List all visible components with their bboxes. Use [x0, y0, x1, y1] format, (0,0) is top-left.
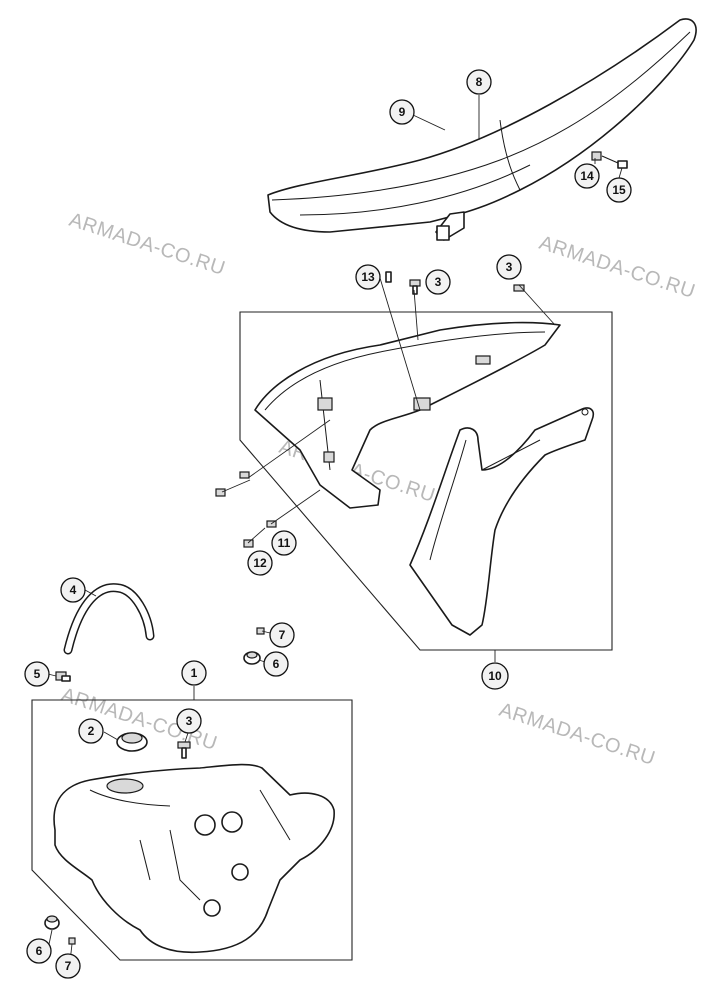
- callout-8: 8: [466, 69, 492, 95]
- callout-12: 12: [247, 550, 273, 576]
- callout-13-label: 13: [361, 270, 375, 284]
- callout-13: 13: [355, 264, 381, 290]
- part-10-group-box: [239, 311, 613, 651]
- callout-4-label: 4: [70, 583, 77, 597]
- bushing-mid-drawing: [243, 627, 265, 665]
- watermark-top-right: ARMADA-CO.RU: [536, 232, 698, 303]
- callout-8-label: 8: [476, 75, 483, 89]
- callout-12-label: 12: [253, 556, 267, 570]
- callout-1-label: 1: [191, 666, 198, 680]
- callout-7-bottom-label: 7: [65, 959, 72, 973]
- callout-6-mid: 6: [263, 651, 289, 677]
- cap-screw-drawing: [177, 741, 191, 759]
- callout-10-label: 10: [488, 669, 502, 683]
- callout-1: 1: [181, 660, 207, 686]
- callout-6-bottom-label: 6: [36, 944, 43, 958]
- callout-4: 4: [60, 577, 86, 603]
- callout-7-mid: 7: [269, 622, 295, 648]
- callout-11-label: 11: [278, 536, 291, 550]
- seat-screw-drawing: [591, 151, 628, 169]
- callout-15: 15: [606, 177, 632, 203]
- callout-7-bottom: 7: [55, 953, 81, 979]
- callout-9-label: 9: [399, 105, 406, 119]
- hose-fitting-drawing: [55, 671, 71, 682]
- callout-9: 9: [389, 99, 415, 125]
- callout-3-shroud-label: 3: [506, 260, 513, 274]
- callout-2-label: 2: [88, 724, 95, 738]
- callout-14: 14: [574, 163, 600, 189]
- callout-2: 2: [78, 718, 104, 744]
- callout-7-mid-label: 7: [279, 628, 286, 642]
- callout-10: 10: [481, 662, 509, 690]
- callout-3-shroud: 3: [496, 254, 522, 280]
- side-cover-drawing: [254, 321, 561, 509]
- seat-drawing: [267, 18, 697, 241]
- callout-5: 5: [24, 661, 50, 687]
- callout-5-label: 5: [34, 667, 41, 681]
- callout-3-side-cover-label: 3: [435, 275, 442, 289]
- watermark-top-left: ARMADA-CO.RU: [66, 209, 228, 280]
- callout-14-label: 14: [580, 169, 594, 183]
- fuel-cap-drawing: [116, 732, 148, 752]
- callout-6-mid-label: 6: [273, 657, 280, 671]
- callout-15-label: 15: [612, 183, 626, 197]
- callout-3-side-cover: 3: [425, 269, 451, 295]
- breather-hose-drawing: [63, 583, 155, 655]
- callout-3-tank: 3: [176, 708, 202, 734]
- callout-3-tank-label: 3: [186, 714, 193, 728]
- fuel-tank-drawing: [53, 763, 335, 954]
- part-1-group-box: [31, 699, 353, 961]
- watermark-mid-right: ARMADA-CO.RU: [496, 699, 658, 770]
- shroud-drawing: [409, 407, 595, 636]
- callout-6-bottom: 6: [26, 938, 52, 964]
- callout-11: 11: [271, 530, 297, 556]
